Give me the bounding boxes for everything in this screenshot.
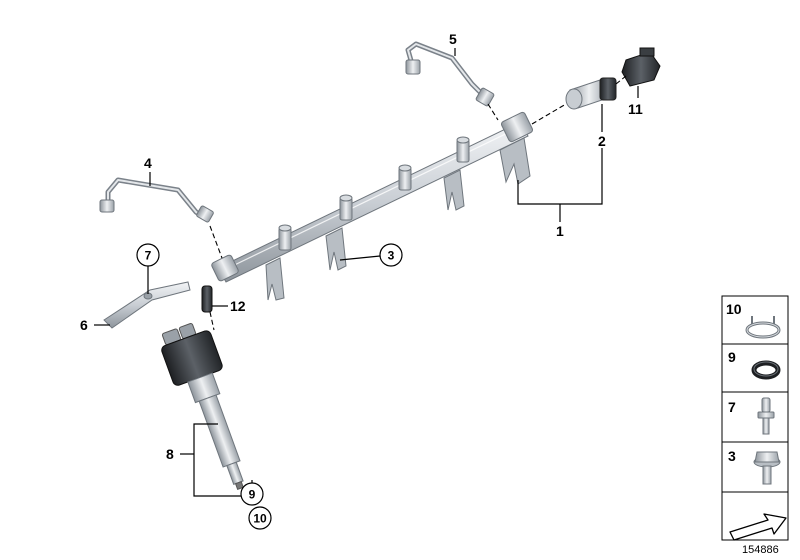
callout-9: 9 [249, 488, 256, 502]
sensor-connector [621, 47, 661, 87]
legend-label-10: 10 [726, 301, 742, 317]
legend-label-7: 7 [728, 399, 736, 415]
fuel-rail [211, 111, 533, 301]
injector-bracket [103, 281, 191, 329]
callout-6: 6 [80, 317, 88, 333]
legend-label-9: 9 [728, 349, 736, 365]
legend-panel: 10 9 7 3 [721, 295, 789, 541]
callout-3: 3 [388, 249, 395, 263]
callout-8: 8 [166, 446, 174, 462]
callout-1: 1 [556, 223, 564, 239]
hex-bolt-icon [753, 451, 781, 485]
seal-sleeve [201, 285, 213, 313]
callout-3-circle: 3 [379, 243, 403, 267]
stud-bolt-icon [757, 397, 775, 435]
callout-5: 5 [449, 31, 457, 47]
rail-pressure-sensor [565, 77, 617, 110]
callout-2: 2 [598, 133, 606, 149]
callout-9-circle: 9 [240, 482, 264, 506]
callout-7-circle: 7 [136, 243, 160, 267]
diagram-id: 154886 [742, 544, 779, 556]
callout-11: 11 [628, 101, 643, 117]
high-pressure-line-left [99, 177, 214, 223]
callout-4: 4 [144, 155, 152, 171]
leader-lines [94, 48, 639, 497]
callout-7: 7 [145, 249, 152, 263]
forward-arrow-icon [729, 513, 787, 541]
fuel-injector [161, 323, 244, 491]
legend-label-3: 3 [728, 448, 736, 464]
seal-ring-icon [751, 360, 781, 380]
retaining-ring-icon [745, 316, 781, 339]
callout-10: 10 [253, 512, 267, 526]
high-pressure-line-right [405, 41, 495, 107]
callout-10-circle: 10 [248, 506, 272, 530]
callout-12: 12 [230, 298, 246, 314]
